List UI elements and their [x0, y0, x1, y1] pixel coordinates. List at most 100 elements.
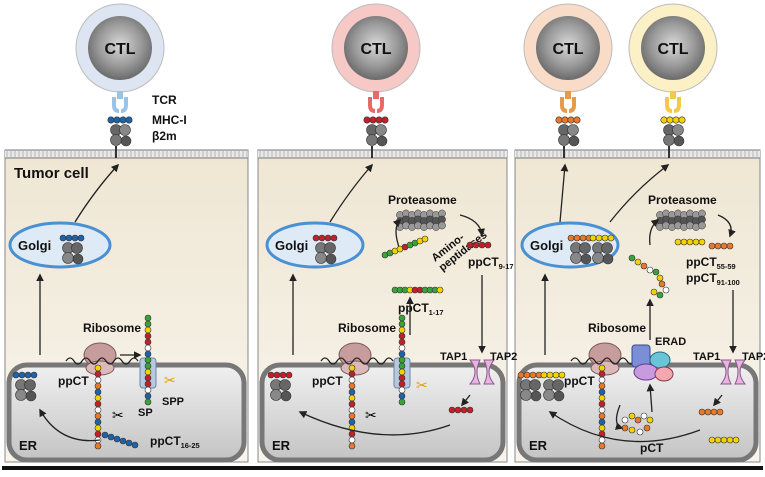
b2m-domain [25, 390, 37, 402]
tcr-stalk [117, 91, 123, 99]
mhc-domain [552, 379, 564, 391]
loaded-peptide [540, 371, 566, 379]
b2m-label: β2m [152, 129, 177, 143]
peptide-bead [144, 374, 152, 382]
ppct-label: ppCT [58, 374, 89, 388]
peptide-bead [720, 436, 728, 444]
peptide-bead [472, 241, 480, 249]
tcr-chain-left [665, 97, 673, 113]
tumor-cell-label: Tumor cell [14, 165, 89, 182]
peptide-bead [144, 350, 152, 358]
ctl-cell: CTL [523, 3, 613, 93]
peptide-bead [398, 392, 406, 400]
nascent-chain [144, 314, 152, 406]
peptide-bead [598, 412, 606, 420]
peptide-bead [466, 406, 474, 414]
arrow-peptide-to-mhc [298, 411, 451, 436]
peptide-bead [692, 238, 700, 246]
peptide-bead [71, 234, 79, 242]
erad-complex [631, 344, 674, 382]
peptide-bead [348, 430, 356, 438]
retrotranslocated-pct [628, 254, 670, 299]
nascent-ppct [94, 364, 102, 450]
ribosome [570, 342, 644, 376]
mhc-domain [567, 124, 579, 136]
peptide-bead [686, 238, 694, 246]
ppct-16-25-label: ppCT16-25 [150, 434, 200, 450]
peptide-bead [660, 116, 668, 124]
peptide-bead [119, 437, 127, 445]
proteasome-subunit [438, 221, 446, 230]
translocon [139, 314, 157, 406]
peptide-bead [598, 364, 606, 372]
tcr-receptor [368, 91, 384, 113]
peptide-bead [144, 392, 152, 400]
nascent-chain [398, 314, 406, 406]
peptide-bead [714, 436, 722, 444]
peptide-bead [113, 116, 121, 124]
peptide-9-17 [466, 241, 492, 249]
tcr-receptor [665, 91, 681, 113]
peptide-bead [348, 406, 356, 414]
mhc-domain [570, 252, 582, 264]
peptide-bead [398, 326, 406, 334]
mhc-complex [555, 116, 581, 158]
peptide-bead [279, 371, 287, 379]
er-membrane [259, 362, 506, 463]
tap2-label: TAP2 [490, 351, 517, 363]
mhc-domain [366, 134, 378, 146]
peptide-bead [131, 441, 139, 449]
tcr-stalk [373, 91, 379, 99]
peptide-bead [652, 268, 660, 276]
peptide-bead [714, 242, 722, 250]
mhc-complex [660, 116, 686, 158]
peptide-bead [546, 371, 554, 379]
peptide-bead [628, 426, 636, 434]
peptide-bead [621, 424, 629, 432]
ctl-label: CTL [657, 41, 688, 58]
peptide-in-er-orange [698, 408, 724, 416]
peptide-bead [144, 326, 152, 334]
peptide-bead [460, 406, 468, 414]
peptide-bead [621, 416, 629, 424]
b2m-domain [553, 390, 565, 402]
proteasome-label: Proteasome [388, 193, 457, 207]
er-label: ER [272, 438, 291, 453]
peptide-bead [517, 371, 525, 379]
peptide-bead [716, 408, 724, 416]
peptide-bead [12, 371, 20, 379]
peptide-bead [643, 424, 651, 432]
peptide-bead [398, 374, 406, 382]
peptide-bead [598, 418, 606, 426]
peptide-bead [94, 382, 102, 390]
ppct-91-100-label-main: ppCT [686, 271, 717, 285]
peptide-bead [125, 116, 133, 124]
peptide-bead [720, 242, 728, 250]
mhc-domain [270, 389, 282, 401]
ppct-1-17-label-sub: 1-17 [429, 308, 444, 317]
peptide-bead [398, 344, 406, 352]
panel-3-details: GolgiProteasomeppCT55-59ppCT91-100Riboso… [517, 163, 765, 455]
panel-2-details: GolgiProteasomeAmino-peptidasesppCT9-17p… [265, 163, 517, 450]
tcr-chain-right [673, 97, 681, 113]
peptide-bead [348, 370, 356, 378]
endoplasmic-reticulum: ER [6, 362, 247, 463]
mhc-label: MHC-I [152, 113, 187, 127]
b2m-domain [568, 135, 580, 147]
tap-transporter [468, 359, 496, 385]
peptide-bead [598, 406, 606, 414]
peptide-bead [144, 332, 152, 340]
peptide-bead [573, 116, 581, 124]
ctl-nucleus [536, 16, 600, 80]
peptide-16-25 [101, 431, 139, 449]
peptide-bead [561, 116, 569, 124]
peptide-bead [484, 241, 492, 249]
tap1-subunit [719, 359, 732, 385]
peptide-bead [94, 400, 102, 408]
arrow-tap-into-er [461, 394, 471, 407]
arrow-golgi-to-surface [329, 163, 374, 223]
peptide-bead [398, 314, 406, 322]
arrow-peptide-to-mhc [39, 408, 101, 442]
b2m-domain [602, 253, 614, 265]
peptide-bead [144, 380, 152, 388]
